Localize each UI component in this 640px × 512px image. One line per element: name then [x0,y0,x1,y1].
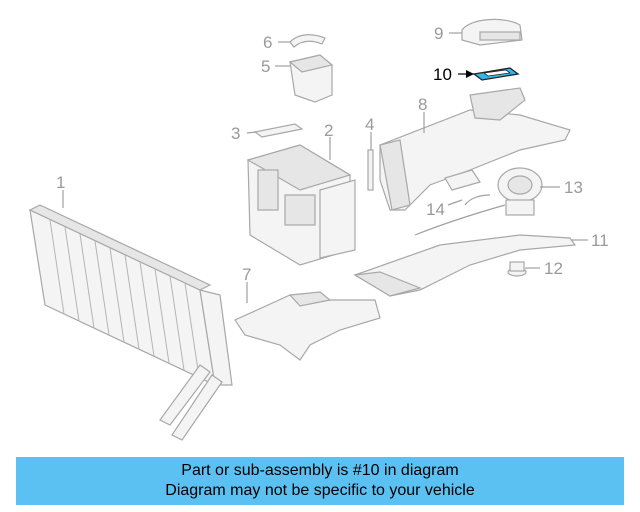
info-banner: Part or sub-assembly is #10 in diagram D… [16,457,624,505]
part-11-panel [353,234,577,297]
banner-line-part-number: Part or sub-assembly is #10 in diagram [181,462,459,479]
callout-4: 4 [365,115,374,134]
callout-2: 2 [324,121,333,140]
part-14-resistor [444,169,491,206]
callout-5: 5 [261,57,270,76]
callout-8: 8 [418,95,427,114]
part-12-nut [507,261,527,277]
parts-diagram: 1 2 3 4 5 6 7 8 9 10 11 12 13 14 [28,18,609,441]
part-3-seal [253,123,304,138]
callout-13: 13 [564,178,583,197]
callout-7: 7 [242,265,251,284]
part-10-gasket-highlighted [472,67,520,81]
part-9-cover [461,18,523,46]
banner-line-disclaimer: Diagram may not be specific to your vehi… [165,482,475,499]
part-13-blower-motor [414,167,543,236]
callout-9: 9 [434,24,443,43]
part-6-hose [289,34,326,48]
part-8-blower-housing [379,87,571,211]
callout-12: 12 [544,259,563,278]
part-7-lower-duct [234,291,381,361]
part-5-duct [288,54,334,103]
part-1-heater-core [28,204,233,441]
part-4-rod [367,149,374,191]
callout-10: 10 [433,65,452,84]
part-2-heater-box [246,144,356,266]
callout-11: 11 [591,231,609,250]
callout-1: 1 [56,173,65,192]
callout-3: 3 [231,124,240,143]
callout-14: 14 [426,200,445,219]
callout-6: 6 [263,33,272,52]
